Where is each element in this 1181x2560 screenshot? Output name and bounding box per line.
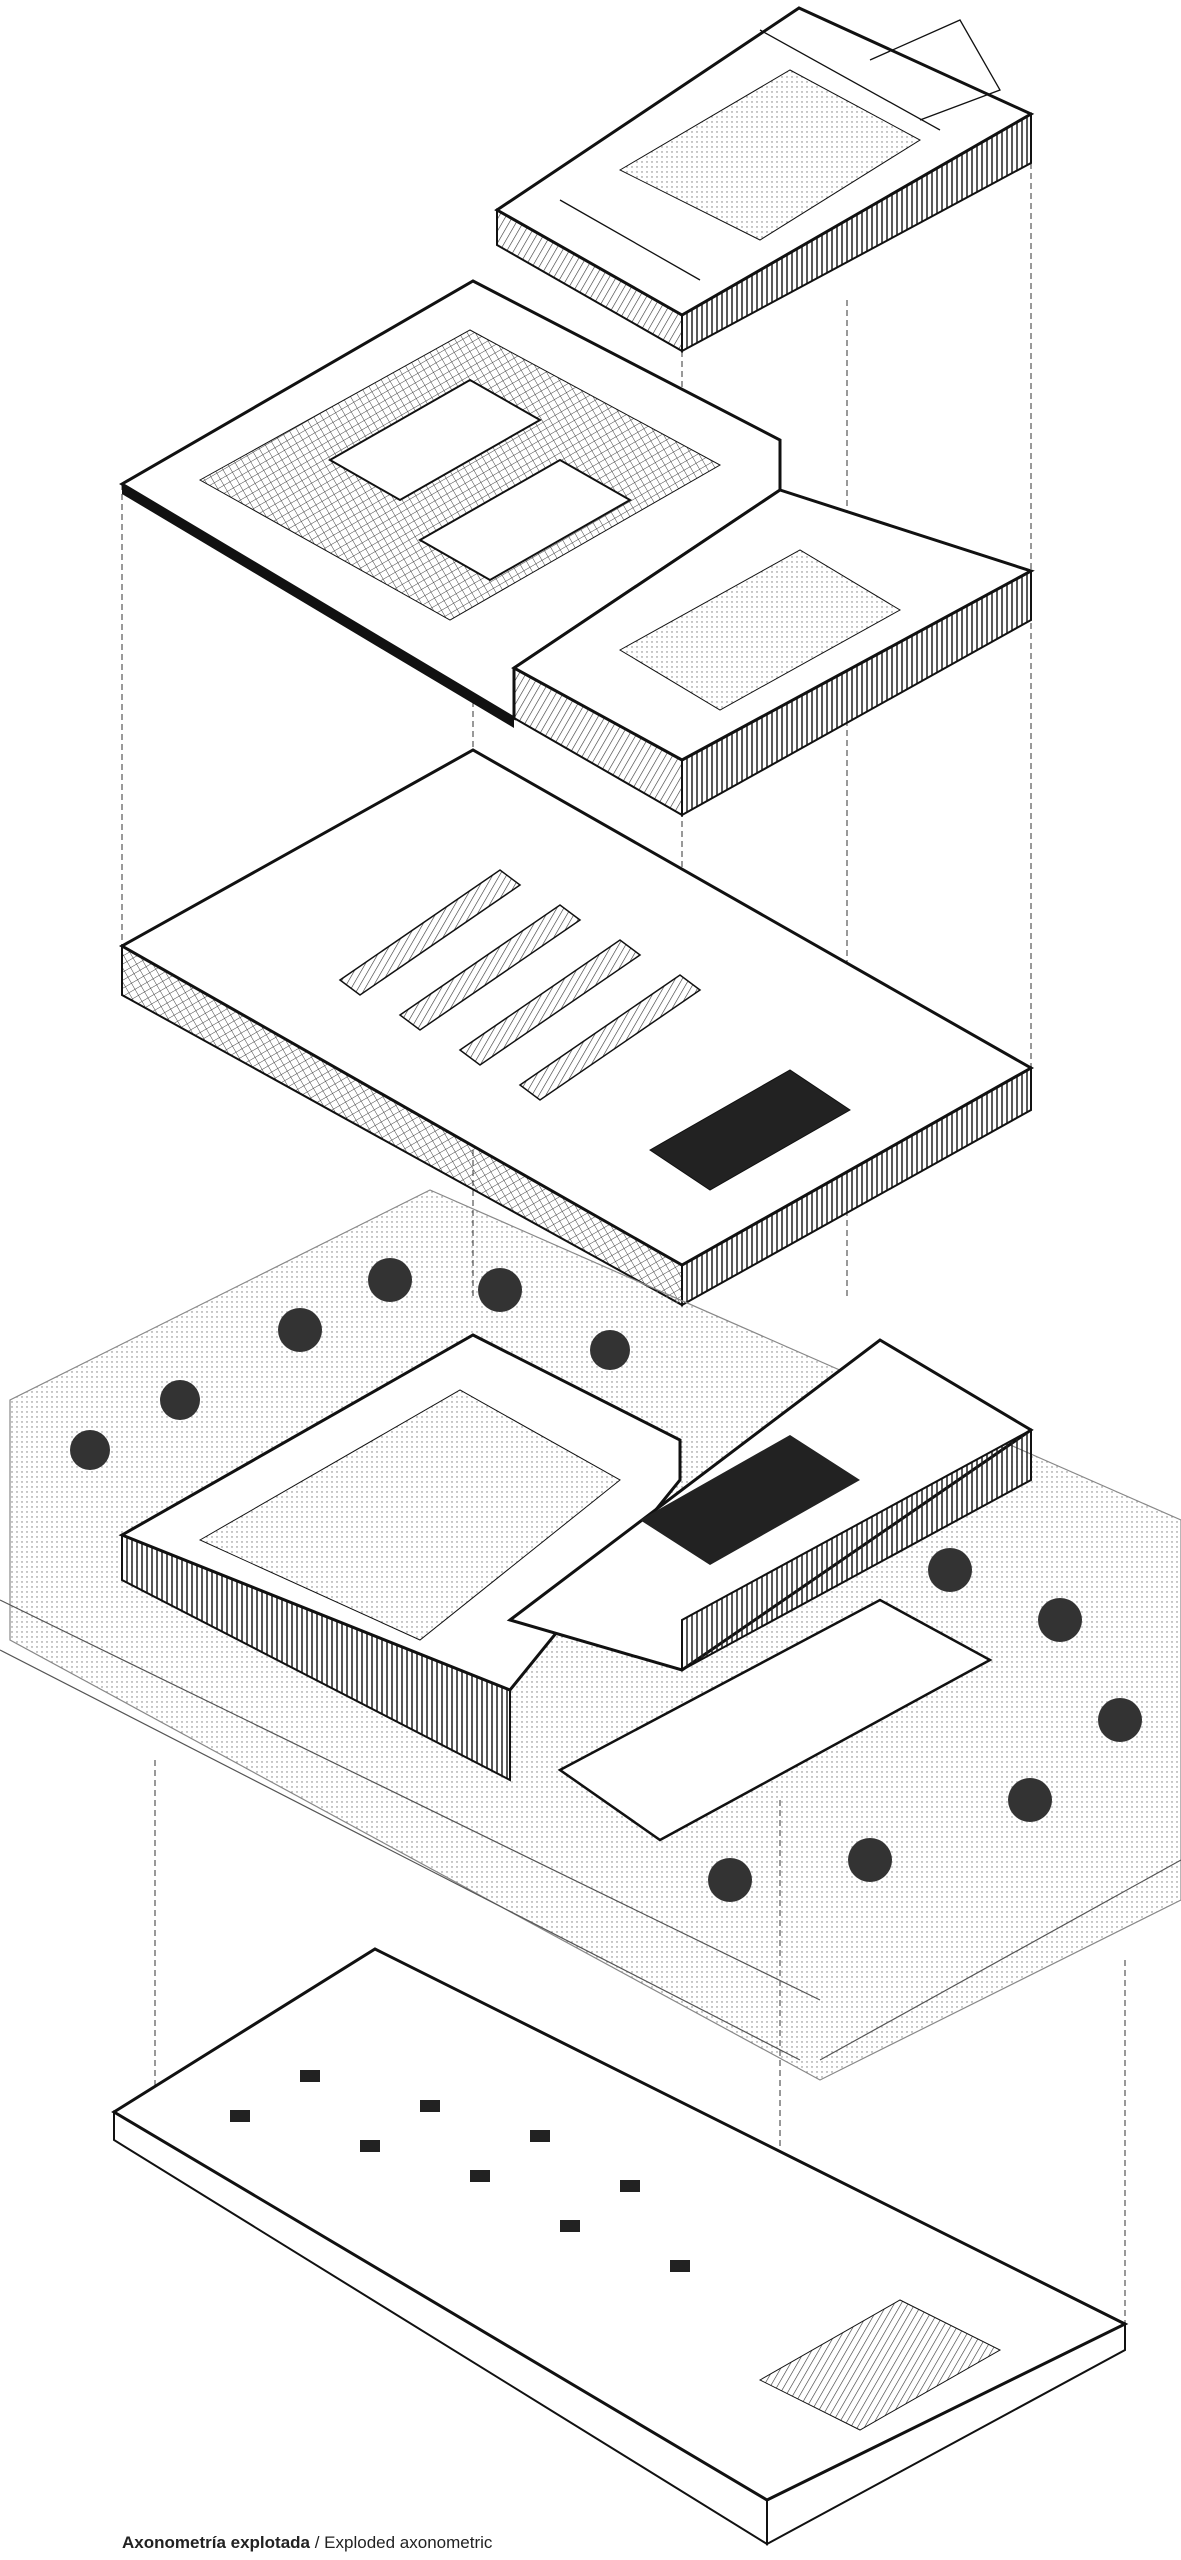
parked-cars <box>230 2070 690 2272</box>
trees <box>70 1258 1142 1902</box>
caption-title-spanish: Axonometría explotada <box>122 2533 310 2552</box>
layer-basement <box>111 1947 1129 2546</box>
layer-roof <box>119 279 1035 817</box>
drawing-caption: Axonometría explotada / Exploded axonome… <box>122 2533 492 2553</box>
layer-first-floor <box>118 748 1035 1307</box>
caption-separator: / <box>310 2533 325 2552</box>
layer-ground-floor <box>0 1189 1181 2081</box>
caption-title-english: Exploded axonometric <box>324 2533 493 2552</box>
layer-upper-level <box>494 6 1035 353</box>
